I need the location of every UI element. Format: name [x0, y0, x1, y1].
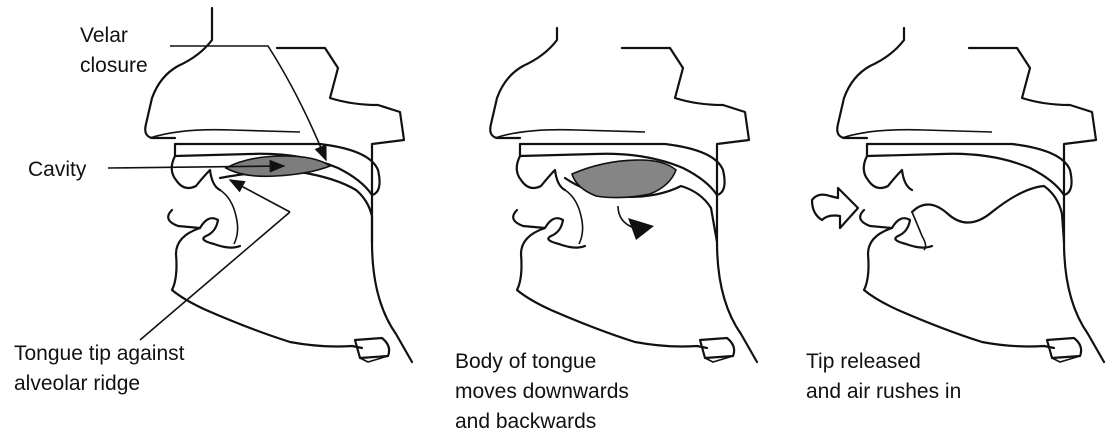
panel-1-leaders	[108, 46, 326, 340]
panel-2-cavity-shape	[572, 160, 676, 198]
panel-3-air-arrow	[812, 188, 858, 228]
panel-1-head-profile	[145, 8, 412, 362]
label-velar-line1: Velar	[80, 24, 128, 47]
panel-3-head-profile	[837, 28, 1104, 362]
caption-p2-line1: Body of tongue	[455, 350, 596, 373]
panel-1-labels: Velar closure Cavity Tongue tip against …	[14, 24, 185, 395]
label-tongue-tip-line1: Tongue tip against	[14, 342, 185, 365]
caption-p3-line1: Tip released	[806, 350, 921, 373]
caption-p2-line3: and backwards	[455, 410, 596, 433]
panel-2-caption: Body of tongue moves downwards and backw…	[455, 350, 629, 433]
caption-p2-line2: moves downwards	[455, 380, 629, 403]
caption-p3-line2: and air rushes in	[806, 380, 961, 403]
label-cavity: Cavity	[28, 158, 87, 181]
label-velar-line2: closure	[80, 54, 148, 77]
panel-3-caption: Tip released and air rushes in	[806, 350, 961, 403]
panel-2-motion-arrow	[618, 206, 654, 240]
label-tongue-tip-line2: alveolar ridge	[14, 372, 140, 395]
